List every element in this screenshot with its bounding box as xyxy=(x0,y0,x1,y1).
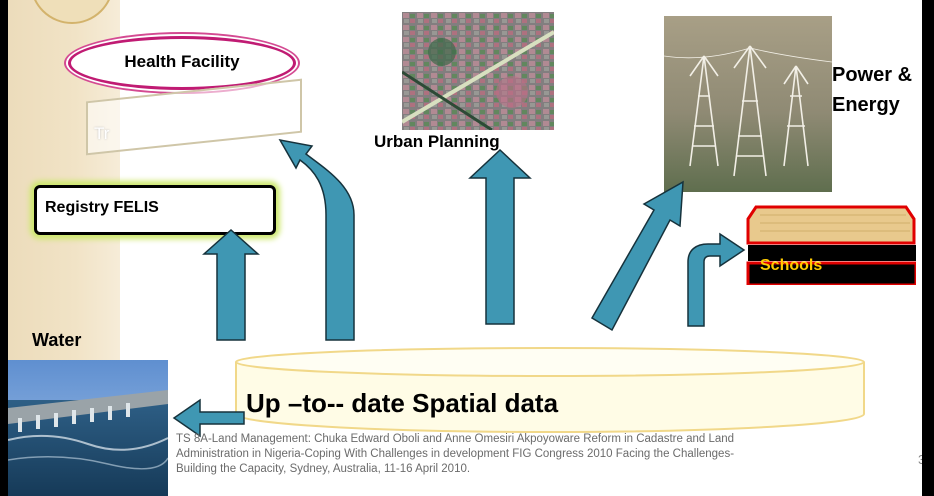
dam-photo xyxy=(8,360,168,496)
arrow-to-felis xyxy=(202,228,260,341)
arrow-to-schools xyxy=(687,232,746,327)
school-book-stack xyxy=(746,205,916,285)
urban-planning-label: Urban Planning xyxy=(374,132,500,151)
registry-felis-label: Registry FELIS xyxy=(45,199,159,216)
arrow-to-urban xyxy=(468,148,532,325)
schools-label: Schools xyxy=(760,257,823,274)
slide: Health Facility Tr Registry FELIS Urban … xyxy=(8,0,922,496)
satellite-image xyxy=(402,12,554,130)
health-facility-oval: Health Facility xyxy=(68,36,296,90)
water-label: Water xyxy=(32,330,82,350)
spatial-data-cylinder xyxy=(235,347,865,433)
arrow-to-water xyxy=(172,398,245,438)
energy-label: Energy xyxy=(832,94,900,116)
citation-footer: TS 8A-Land Management: Chuka Edward Obol… xyxy=(176,432,916,477)
citation-line-2: Administration in Nigeria-Coping With Ch… xyxy=(176,448,735,460)
citation-line-1: TS 8A-Land Management: Chuka Edward Obol… xyxy=(176,433,735,445)
health-facility-label: Health Facility xyxy=(124,52,240,71)
spatial-data-label: Up –to-- date Spatial data xyxy=(246,388,559,418)
arrow-to-power xyxy=(590,180,684,332)
faded-box-label: Tr xyxy=(94,124,110,143)
registry-felis-box: Registry FELIS xyxy=(34,185,276,235)
citation-line-3: Building the Capacity, Sydney, Australia… xyxy=(176,463,471,475)
power-pylons-photo xyxy=(664,16,832,192)
arrow-to-health xyxy=(278,138,355,341)
power-label: Power & xyxy=(832,64,913,86)
page-number: 3 xyxy=(918,452,922,467)
arrows-layer xyxy=(172,138,746,438)
